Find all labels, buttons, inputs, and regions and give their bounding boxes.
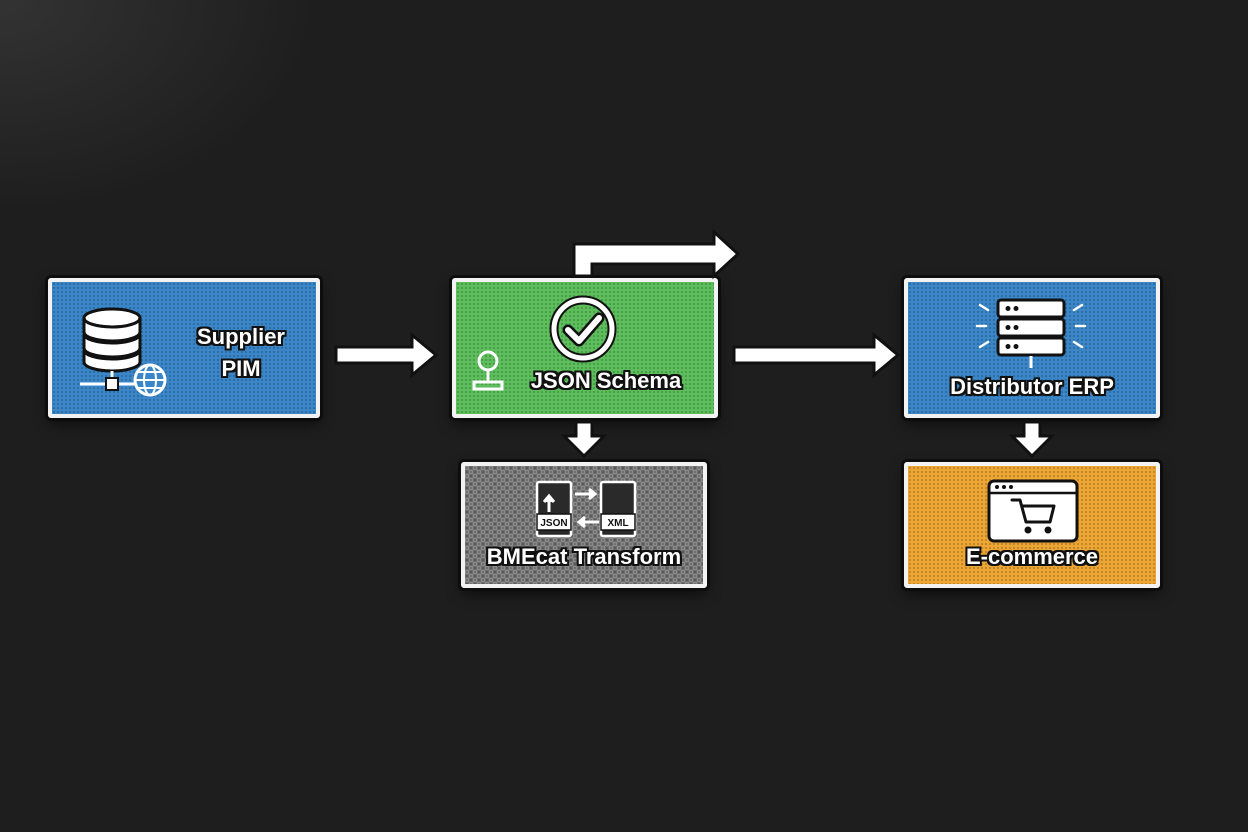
distributor-erp-node[interactable]: Distributor ERP (904, 278, 1160, 418)
server-rack-icon (975, 298, 1087, 368)
arrow-schema-to-erp (732, 331, 901, 379)
arrow-schema-to-bmecat (560, 420, 608, 459)
supplier-pim-node[interactable]: Supplier PIM (48, 278, 320, 418)
network-globe-icon (133, 363, 167, 397)
json-badge-text: JSON (540, 518, 567, 529)
arrow-supplier-to-schema (334, 331, 439, 379)
shopping-cart-browser-icon (987, 479, 1079, 543)
distributor-erp-label: Distributor ERP (950, 374, 1114, 399)
supplier-pim-label-line2: PIM (221, 356, 261, 381)
ecommerce-node[interactable]: E-commerce (904, 462, 1160, 588)
json-schema-node[interactable]: JSON Schema (452, 278, 718, 418)
json-schema-label: JSON Schema (530, 368, 682, 393)
database-icon (80, 307, 142, 391)
arrow-erp-to-ecommerce (1008, 420, 1056, 459)
arrow-schema-outbound (572, 228, 741, 280)
ecommerce-label: E-commerce (965, 544, 1099, 569)
json-xml-convert-icon: JSON XML (535, 480, 637, 538)
bmecat-transform-label: BMEcat Transform (486, 544, 682, 569)
user-stamp-icon (472, 350, 504, 391)
bmecat-transform-node[interactable]: JSON XML BMEcat Transform (461, 462, 707, 588)
xml-badge-text: XML (607, 518, 628, 529)
supplier-pim-label-line1: Supplier (196, 324, 285, 349)
checkmark-circle-icon (549, 295, 617, 363)
